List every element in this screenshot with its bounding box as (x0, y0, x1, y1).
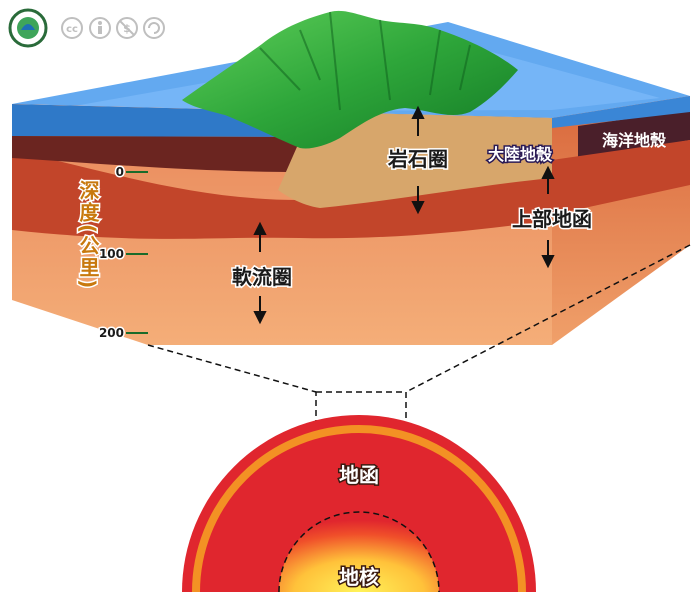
sharealike-icon (143, 17, 165, 39)
continental-crust-label: 大陸地殼 (488, 145, 553, 164)
noncommercial-icon: $ (116, 17, 138, 39)
zoom-box (315, 391, 407, 435)
mantle-label: 地函 (339, 463, 379, 487)
depth-tick-200: 200 (99, 326, 124, 340)
earth-cross-section: 地函 地核 (182, 415, 536, 593)
attribution-icon (89, 17, 111, 39)
upper-mantle-band (12, 150, 552, 239)
oceanic-crust-right (578, 110, 690, 160)
zoom-line-right (405, 244, 691, 393)
mountain-ridges (259, 11, 471, 111)
depth-axis-label: 深度(公里) (76, 180, 100, 291)
core-boundary (278, 511, 440, 593)
lithosphere-label: 岩石圈 (387, 147, 448, 171)
ocean-right-face (552, 96, 690, 128)
depth-tick-100: 100 (99, 247, 124, 261)
arrows (253, 105, 555, 325)
cc-icon: cc (61, 17, 83, 39)
core (279, 512, 439, 592)
upper-mantle-right (552, 140, 690, 215)
zoom-line-left (147, 344, 317, 393)
svg-text:cc: cc (66, 24, 78, 35)
core-label: 地核 (339, 565, 379, 589)
upper-mantle-label: 上部地函 (512, 207, 592, 231)
depth-tick-0: 0 (116, 165, 124, 179)
logo (8, 8, 48, 48)
oceanic-crust-label: 海洋地殼 (602, 131, 667, 150)
asthenosphere-label: 軟流圈 (232, 265, 292, 289)
mountain-range (182, 10, 518, 149)
mantle-orange-ring (192, 425, 526, 593)
